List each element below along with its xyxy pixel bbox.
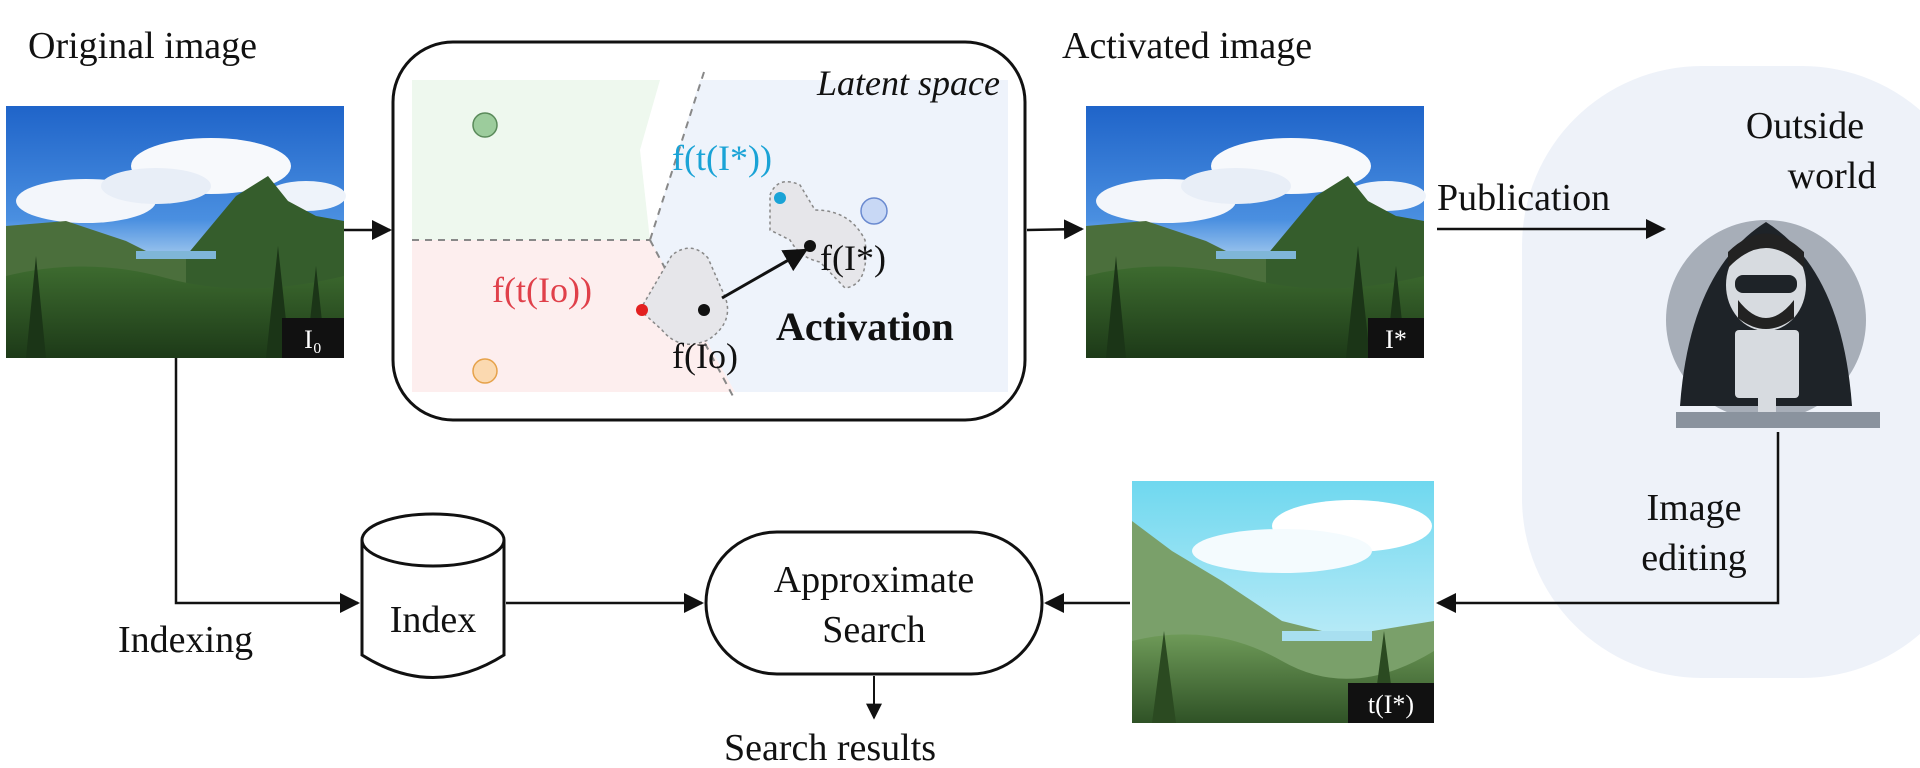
f-io-point [698,304,710,316]
f-t-io-point [636,304,648,316]
f-t-i-star-point [774,192,786,204]
edited-image: t(I*) [1132,481,1434,723]
approx-search-line1: Approximate [774,559,975,601]
f-i-star-label: f(I*) [820,238,886,278]
latent-space-title: Latent space [816,63,1000,103]
green-region [412,80,660,240]
editing-arrow [1436,432,1780,613]
arrow-latent-to-activated [1026,219,1084,240]
approx-search-line2: Search [822,609,925,651]
original-image: I₀ [6,106,346,358]
f-t-i-star-label: f(t(I*)) [672,138,772,178]
outside-world-line2: world [1788,155,1877,197]
publication-label: Publication [1437,177,1610,219]
approximate-search-node: Approximate Search [704,530,1044,676]
edited-image-tag: t(I*) [1368,690,1414,719]
original-image-tag: I₀ [304,325,322,354]
blue-centroid [860,197,888,225]
f-io-label: f(Io) [672,336,738,376]
image-editing-line1: Image [1647,487,1742,529]
indexing-label: Indexing [118,619,253,661]
latent-space-box: Latent space f(t(I*)) f(I*) f(t(Io)) f(I… [391,40,1027,422]
image-editing-line2: editing [1641,537,1747,579]
activation-blob-lower [639,247,729,345]
original-image-label: Original image [28,25,257,67]
red-region [412,240,735,392]
activation-blob-upper [769,180,867,289]
activation-label: Activation [776,304,954,349]
orange-centroid [472,358,498,384]
hacker-icon [1666,220,1880,428]
search-results-label: Search results [724,727,936,768]
green-centroid [472,112,498,138]
activated-image-tag: I* [1385,325,1407,354]
activated-image: I* [1086,106,1426,358]
index-label: Index [390,599,477,641]
f-i-star-point [804,240,816,252]
activation-arrow [721,248,809,300]
indexing-arrow [174,358,360,613]
activated-image-label: Activated image [1062,25,1312,67]
f-t-io-label: f(t(Io)) [492,270,592,310]
outside-world-line1: Outside [1746,105,1864,147]
index-database-icon: Index [360,512,506,679]
